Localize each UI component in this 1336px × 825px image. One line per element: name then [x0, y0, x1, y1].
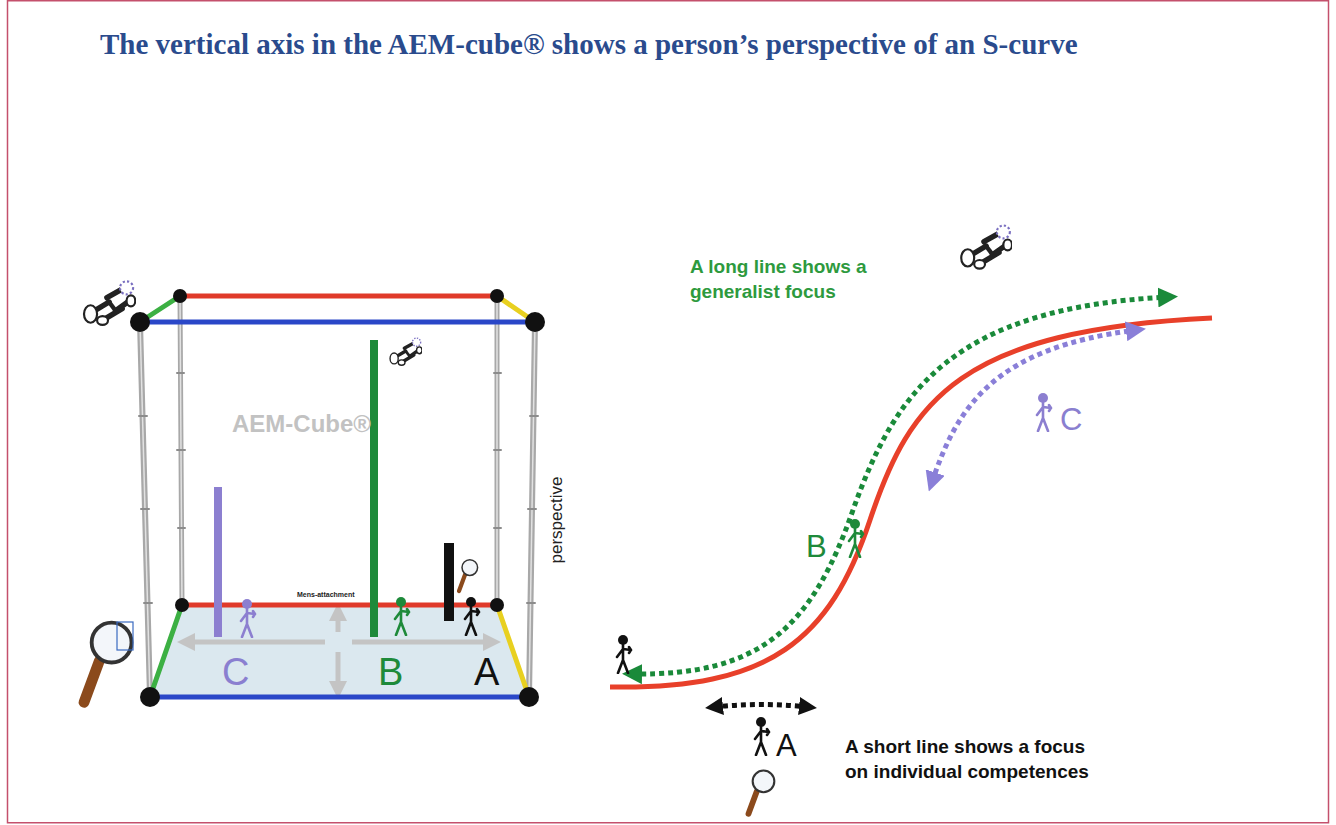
illustration-part	[186, 640, 325, 645]
illustration-part	[352, 640, 492, 645]
perspective-bar-c	[214, 487, 222, 637]
illustration-part	[130, 312, 150, 332]
illustration-part	[173, 289, 187, 303]
cube-edges	[140, 296, 535, 697]
person-figure	[617, 635, 631, 673]
person-letter: C	[1060, 400, 1082, 440]
s-curve	[610, 318, 1212, 687]
axis-label: perspective	[546, 477, 568, 564]
person-figure	[755, 717, 769, 755]
frame-border	[8, 1, 1329, 823]
illustration-part	[180, 294, 497, 299]
illustration-part	[175, 598, 189, 612]
axis-label: Mens-attachment	[296, 590, 356, 599]
cube-watermark: AEM-Cube®	[232, 408, 371, 439]
illustration-part	[140, 320, 535, 325]
slide-title: The vertical axis in the AEM-cube® shows…	[100, 26, 1220, 62]
illustration-part	[519, 687, 539, 707]
illustration-part	[336, 652, 341, 690]
illustration-part	[139, 373, 538, 603]
illustration-part	[150, 605, 182, 697]
annotation-note: A long line shows a generalist focus	[690, 255, 935, 304]
illustration-part	[150, 695, 529, 700]
illustration-part	[140, 296, 535, 697]
person-figure	[849, 519, 863, 557]
person-letter: B	[806, 527, 827, 567]
binoculars-icon	[84, 281, 135, 325]
illustration-part	[336, 612, 341, 632]
annotation-note: A short line shows a focus on individual…	[845, 735, 1107, 784]
illustration-part	[490, 289, 504, 303]
person-letter: C	[222, 648, 249, 697]
illustration-part	[140, 687, 160, 707]
cube-poles	[139, 296, 538, 697]
illustration-part	[490, 598, 504, 612]
generalist-range-arrow	[632, 297, 1168, 674]
person-figure	[465, 597, 479, 635]
person-figure	[395, 597, 409, 635]
person-figure	[241, 599, 255, 637]
magnifier-icon	[459, 560, 478, 591]
illustration-part	[140, 322, 535, 697]
binoculars-icon	[390, 338, 422, 365]
illustration-part	[497, 605, 529, 697]
magnifier-frame	[117, 622, 133, 650]
specialist-range-arrow	[714, 705, 808, 708]
binoculars-icon	[961, 225, 1012, 268]
cube-corner-balls	[130, 289, 545, 707]
illustration-part	[525, 312, 545, 332]
magnifier-icon	[84, 623, 132, 703]
perspective-bar-b	[370, 340, 378, 637]
person-figure	[1037, 393, 1051, 431]
person-letter: B	[378, 648, 403, 697]
person-letter: A	[474, 648, 499, 697]
magnifier-icon	[749, 771, 775, 814]
person-letter: A	[776, 726, 797, 766]
partial-range-arrow	[932, 330, 1136, 482]
perspective-bar-a	[444, 543, 454, 621]
